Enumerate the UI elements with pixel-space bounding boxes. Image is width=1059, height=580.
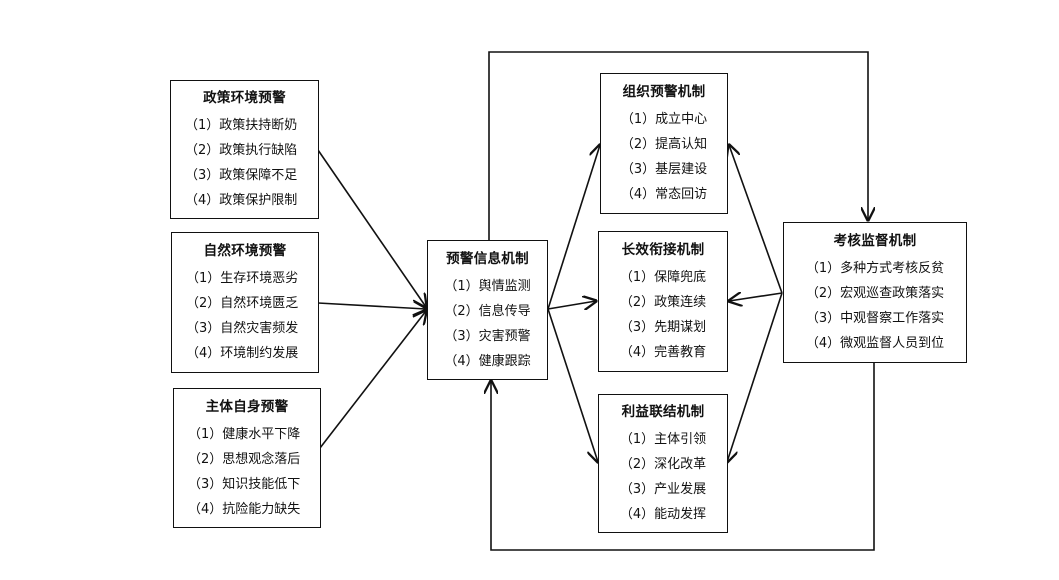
box-title: 预警信息机制 — [446, 250, 529, 267]
arrow-nature-to-info — [317, 303, 426, 309]
box-supervision-mechanism: 考核监督机制 （1）多种方式考核反贫 （2）宏观巡查政策落实 （3）中观督察工作… — [783, 222, 967, 363]
loop-info-to-supervision — [488, 51, 868, 240]
box-item: （3）基层建设 — [620, 162, 708, 177]
box-item: （1）保障兜底 — [619, 270, 707, 285]
box-title: 考核监督机制 — [833, 233, 917, 249]
box-policy-warning: 政策环境预警 （1）政策扶持断奶 （2）政策执行缺陷 （3）政策保障不足 （4）… — [170, 80, 319, 219]
arrow-subject-to-info — [319, 311, 426, 449]
box-org-mechanism: 组织预警机制 （1）成立中心 （2）提高认知 （3）基层建设 （4）常态回访 — [600, 73, 728, 214]
box-item: （4）抗险能力缺失 — [188, 501, 301, 517]
box-interest-mechanism: 利益联结机制 （1）主体引领 （2）深化改革 （3）产业发展 （4）能动发挥 — [598, 394, 728, 533]
box-item: （1）政策扶持断奶 — [185, 118, 298, 133]
box-nature-warning: 自然环境预警 （1）生存环境恶劣 （2）自然环境匮乏 （3）自然灾害频发 （4）… — [171, 232, 319, 373]
box-item: （4）政策保护限制 — [185, 193, 298, 208]
box-title: 主体自身预警 — [205, 398, 289, 415]
box-longterm-mechanism: 长效衔接机制 （1）保障兜底 （2）政策连续 （3）先期谋划 （4）完善教育 — [598, 231, 728, 372]
box-title: 自然环境预警 — [203, 243, 287, 259]
box-item: （2）思想观念落后 — [188, 451, 301, 467]
box-item: （3）知识技能低下 — [188, 476, 301, 492]
box-item: （2）深化改革 — [619, 457, 707, 472]
arrow-supervision-to-longterm — [729, 293, 783, 301]
box-item: （4）完善教育 — [619, 345, 707, 360]
box-item: （1）主体引领 — [619, 432, 707, 447]
box-item: （2）宏观巡查政策落实 — [805, 286, 945, 301]
box-item: （4）健康跟踪 — [444, 353, 531, 369]
box-item: （1）生存环境恶劣 — [186, 271, 299, 286]
box-item: （1）多种方式考核反贫 — [805, 261, 945, 276]
box-item: （1）健康水平下降 — [188, 426, 301, 442]
box-title: 政策环境预警 — [203, 90, 286, 106]
box-item: （1）成立中心 — [620, 112, 708, 127]
box-item: （2）提高认知 — [620, 137, 708, 152]
box-title: 组织预警机制 — [622, 84, 706, 100]
box-item: （1）舆情监测 — [444, 278, 531, 294]
box-item: （2）政策连续 — [619, 295, 707, 310]
box-item: （4）环境制约发展 — [186, 346, 299, 361]
box-subject-warning: 主体自身预警 （1）健康水平下降 （2）思想观念落后 （3）知识技能低下 （4）… — [173, 388, 321, 528]
loop-supervision-to-info — [491, 362, 875, 551]
box-item: （3）产业发展 — [619, 482, 707, 497]
box-title: 长效衔接机制 — [621, 242, 705, 258]
box-info-mechanism: 预警信息机制 （1）舆情监测 （2）信息传导 （3）灾害预警 （4）健康跟踪 — [427, 240, 548, 380]
box-item: （4）能动发挥 — [619, 507, 707, 522]
arrow-info-to-interest — [547, 308, 598, 462]
box-item: （3）中观督察工作落实 — [805, 311, 945, 326]
arrow-supervision-to-interest — [727, 292, 783, 462]
box-title: 利益联结机制 — [621, 404, 705, 420]
box-item: （3）先期谋划 — [619, 320, 707, 335]
arrow-policy-to-info — [317, 149, 426, 307]
arrow-supervision-to-org — [729, 145, 783, 294]
box-item: （4）微观监督人员到位 — [805, 336, 945, 351]
box-item: （3）政策保障不足 — [185, 168, 298, 183]
arrow-info-to-longterm — [547, 301, 596, 309]
box-item: （4）常态回访 — [620, 187, 708, 202]
box-item: （3）自然灾害频发 — [186, 321, 299, 336]
arrow-info-to-org — [547, 145, 600, 310]
box-item: （3）灾害预警 — [444, 328, 531, 344]
box-item: （2）政策执行缺陷 — [185, 143, 298, 158]
box-item: （2）信息传导 — [444, 303, 531, 319]
box-item: （2）自然环境匮乏 — [186, 296, 299, 311]
